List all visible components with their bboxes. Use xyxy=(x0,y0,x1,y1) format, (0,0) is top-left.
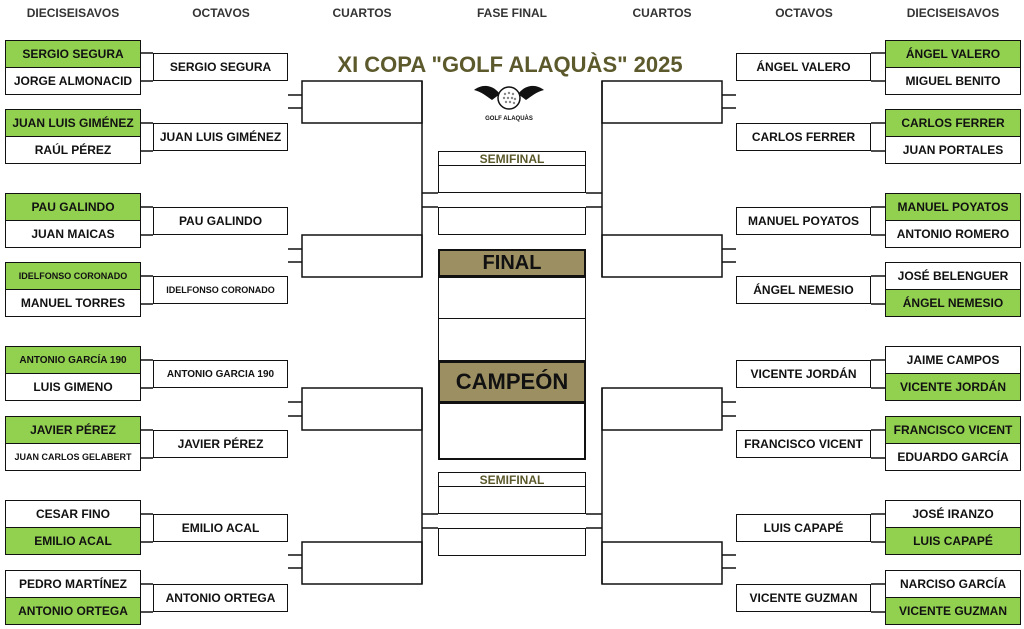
right-r16-5-top: JAIME CAMPOS xyxy=(885,346,1021,374)
header-left-r16: DIECISEISAVOS xyxy=(26,6,120,20)
final-label: FINAL xyxy=(438,249,586,277)
left-r16-6-top: JAVIER PÉREZ xyxy=(5,416,141,444)
left-r16-5-top: ANTONIO GARCÍA 190 xyxy=(5,346,141,374)
right-r16-6-bottom: EDUARDO GARCÍA xyxy=(885,443,1021,471)
left-r16-6-bottom: JUAN CARLOS GELABERT xyxy=(5,443,141,471)
right-r16-2-bottom: JUAN PORTALES xyxy=(885,136,1021,164)
right-r8-3: MANUEL POYATOS xyxy=(736,207,871,235)
right-r16-8-top: NARCISO GARCÍA xyxy=(885,570,1021,598)
right-r16-6-top: FRANCISCO VICENT xyxy=(885,416,1021,444)
header-right-r16: DIECISEISAVOS xyxy=(906,6,1000,20)
left-r16-2-top: JUAN LUIS GIMÉNEZ xyxy=(5,109,141,137)
champion-slot xyxy=(438,402,586,460)
semifinal-bottom-slot-1 xyxy=(438,486,586,514)
left-r8-8: ANTONIO ORTEGA xyxy=(153,584,288,612)
right-r8-2: CARLOS FERRER xyxy=(736,123,871,151)
right-r8-7: LUIS CAPAPÉ xyxy=(736,514,871,542)
left-r16-1-top: SERGIO SEGURA xyxy=(5,40,141,68)
left-r8-7: EMILIO ACAL xyxy=(153,514,288,542)
right-r16-5-bottom: VICENTE JORDÁN xyxy=(885,373,1021,401)
left-r8-3: PAU GALINDO xyxy=(153,207,288,235)
golf-logo: GOLF ALAQUÀS xyxy=(474,85,544,122)
semifinal-top-label: SEMIFINAL xyxy=(438,151,586,166)
header-right-qf: CUARTOS xyxy=(632,6,692,20)
right-r16-8-bottom: VICENTE GUZMAN xyxy=(885,597,1021,625)
page-title: XI COPA "GOLF ALAQUÀS" 2025 xyxy=(337,52,683,77)
right-r16-1-bottom: MIGUEL BENITO xyxy=(885,67,1021,95)
left-r16-3-top: PAU GALINDO xyxy=(5,193,141,221)
header-final-phase: FASE FINAL xyxy=(476,6,547,20)
left-r16-8-top: PEDRO MARTÍNEZ xyxy=(5,570,141,598)
left-r8-1: SERGIO SEGURA xyxy=(153,53,288,81)
left-r16-1-bottom: JORGE ALMONACID xyxy=(5,67,141,95)
champion-label: CAMPEÓN xyxy=(438,361,586,403)
right-r8-1: ÁNGEL VALERO xyxy=(736,53,871,81)
left-r8-5: ANTONIO GARCIA 190 xyxy=(153,360,288,388)
left-r8-4: IDELFONSO CORONADO xyxy=(153,276,288,304)
left-r16-4-bottom: MANUEL TORRES xyxy=(5,289,141,317)
left-r16-2-bottom: RAÚL PÉREZ xyxy=(5,136,141,164)
header-left-qf: CUARTOS xyxy=(332,6,392,20)
semifinal-top-slot-1 xyxy=(438,165,586,193)
left-r16-5-bottom: LUIS GIMENO xyxy=(5,373,141,401)
left-r16-7-bottom: EMILIO ACAL xyxy=(5,527,141,555)
final-slot-2 xyxy=(438,318,586,361)
right-r16-4-top: JOSÉ BELENGUER xyxy=(885,262,1021,290)
header-right-r8: OCTAVOS xyxy=(775,6,833,20)
left-r16-4-top: IDELFONSO CORONADO xyxy=(5,262,141,290)
right-r8-8: VICENTE GUZMAN xyxy=(736,584,871,612)
right-r16-4-bottom: ÁNGEL NEMESIO xyxy=(885,289,1021,317)
right-r8-5: VICENTE JORDÁN xyxy=(736,360,871,388)
right-r16-3-top: MANUEL POYATOS xyxy=(885,193,1021,221)
right-r8-4: ÁNGEL NEMESIO xyxy=(736,276,871,304)
left-r8-6: JAVIER PÉREZ xyxy=(153,430,288,458)
semifinal-bottom-slot-2 xyxy=(438,528,586,556)
right-r16-1-top: ÁNGEL VALERO xyxy=(885,40,1021,68)
semifinal-top-slot-2 xyxy=(438,207,586,235)
semifinal-bottom-label: SEMIFINAL xyxy=(438,472,586,487)
left-r8-2: JUAN LUIS GIMÉNEZ xyxy=(153,123,288,151)
left-r16-8-bottom: ANTONIO ORTEGA xyxy=(5,597,141,625)
right-r16-3-bottom: ANTONIO ROMERO xyxy=(885,220,1021,248)
header-left-r8: OCTAVOS xyxy=(192,6,250,20)
logo-text: GOLF ALAQUÀS xyxy=(485,115,533,122)
left-r16-3-bottom: JUAN MAICAS xyxy=(5,220,141,248)
right-r8-6: FRANCISCO VICENT xyxy=(736,430,871,458)
right-r16-2-top: CARLOS FERRER xyxy=(885,109,1021,137)
final-slot-1 xyxy=(438,277,586,319)
right-r16-7-top: JOSÉ IRANZO xyxy=(885,500,1021,528)
right-r16-7-bottom: LUIS CAPAPÉ xyxy=(885,527,1021,555)
left-r16-7-top: CESAR FINO xyxy=(5,500,141,528)
